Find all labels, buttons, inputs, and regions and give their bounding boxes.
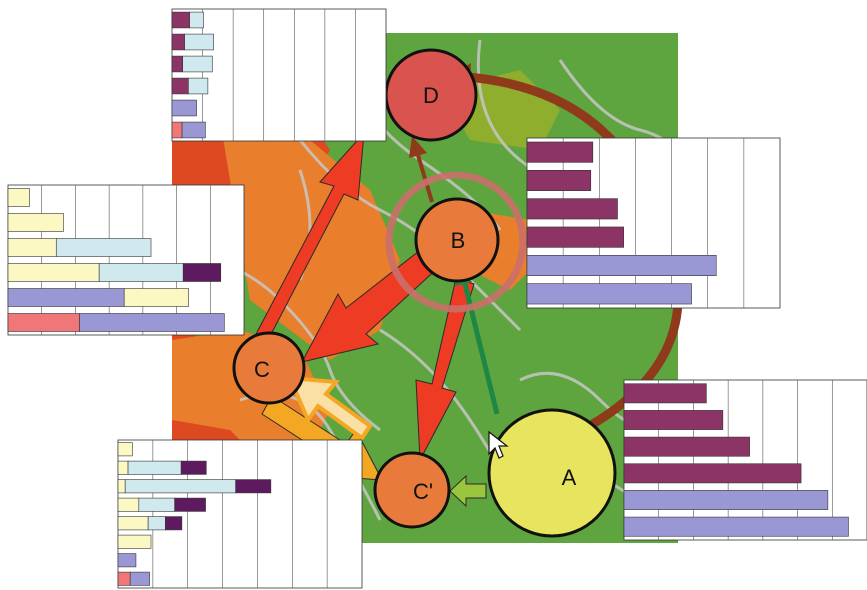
- arrow-b-to-c: [301, 243, 441, 363]
- right-upper-chart-bar-maroon: [526, 141, 594, 163]
- top-chart-bar-lavender: [171, 99, 197, 117]
- bottom-left-chart-bar-lavender: [129, 571, 150, 586]
- bottom-left-chart-bar-lightblue: [147, 516, 166, 531]
- left-chart-bar-cream: [7, 263, 100, 282]
- left-chart-bar-cream: [7, 238, 57, 257]
- node-c-label: C: [254, 357, 270, 382]
- bottom-left-chart-bar-cream: [117, 442, 133, 457]
- node-a-label: A: [562, 465, 577, 490]
- left-chart-bar-cream: [7, 188, 30, 207]
- right-lower-chart-panel: [623, 379, 867, 541]
- diagram-nodes: D B C C' A: [232, 48, 617, 538]
- left-chart-panel: [7, 184, 245, 336]
- top-chart-panel: [171, 8, 387, 142]
- diagram-arrows: [253, 63, 683, 508]
- node-c-prime-label: C': [413, 479, 433, 504]
- right-lower-chart-bar-lavender: [623, 490, 829, 510]
- bottom-left-chart-bar-lightblue: [127, 460, 182, 475]
- right-lower-chart: [623, 379, 867, 541]
- node-b-label: B: [451, 228, 466, 253]
- top-chart-bar-lavender: [181, 121, 206, 139]
- top-chart-bar-lightblue: [188, 77, 209, 95]
- right-upper-chart-panel: [526, 137, 781, 309]
- right-lower-chart-bar-maroon: [623, 436, 750, 457]
- right-lower-chart-bar-maroon: [623, 463, 802, 484]
- bottom-left-chart-bar-pink: [117, 571, 131, 586]
- bottom-left-chart-bar-purple: [165, 516, 183, 531]
- right-upper-chart-bar-maroon: [526, 198, 618, 220]
- bottom-left-chart-bar-purple: [174, 497, 206, 512]
- top-chart-bar-lightblue: [189, 11, 204, 29]
- right-upper-chart-bar-lavender: [526, 255, 717, 277]
- node-c-prime-circle: [373, 451, 451, 529]
- right-upper-chart-bar-maroon: [526, 170, 592, 192]
- top-chart-bar-pink: [171, 121, 183, 139]
- left-chart-bar-lightblue: [55, 238, 152, 257]
- arrow-a-to-c-prime: [449, 474, 487, 508]
- arrow-c-prime-to-c: [286, 375, 373, 441]
- top-chart-bar-lightblue: [182, 55, 213, 73]
- right-upper-chart-bar-maroon: [526, 226, 624, 248]
- bottom-left-chart-bar-cream: [117, 497, 140, 512]
- node-b: B: [414, 197, 500, 283]
- left-chart-bar-lavender: [79, 313, 225, 332]
- cursor-arrow-icon: [488, 430, 509, 459]
- bottom-left-chart-bar-cream: [117, 516, 149, 531]
- left-chart: [7, 184, 245, 336]
- node-d: D: [384, 48, 478, 142]
- bottom-left-chart-bar-lightblue: [138, 497, 175, 512]
- bottom-left-chart-bar-cream: [117, 460, 129, 475]
- node-c-prime: C': [373, 451, 451, 529]
- bottom-left-chart-bar-cream: [117, 534, 152, 549]
- bottom-left-chart-bar-lavender: [117, 553, 137, 568]
- top-chart-bar-maroon: [171, 33, 185, 51]
- bottom-left-chart-bar-lightblue: [124, 479, 236, 494]
- left-chart-bar-purple: [182, 263, 222, 282]
- right-lower-chart-bar-maroon: [623, 383, 707, 404]
- left-chart-bar-pink: [7, 313, 80, 332]
- right-upper-chart: [526, 137, 781, 309]
- bottom-left-chart: [117, 439, 363, 589]
- arrow-b-to-d-head: [409, 136, 427, 158]
- bottom-left-chart-bar-cream: [117, 479, 126, 494]
- node-c-circle: [232, 331, 306, 405]
- left-chart-bar-lightblue: [98, 263, 184, 282]
- node-d-label: D: [423, 83, 439, 108]
- node-a-circle: [487, 408, 617, 538]
- top-chart-bar-lightblue: [184, 33, 214, 51]
- top-chart-bar-maroon: [171, 55, 183, 73]
- node-a: A: [487, 408, 617, 538]
- node-b-ring: [385, 171, 527, 313]
- node-b-circle: [414, 197, 500, 283]
- left-chart-bar-cream: [123, 288, 189, 307]
- right-lower-chart-bar-lavender: [623, 516, 849, 537]
- arrow-c-to-d: [253, 131, 365, 345]
- right-upper-chart-bar-lavender: [526, 283, 692, 305]
- top-chart: [171, 8, 387, 142]
- left-chart-bar-cream: [7, 213, 64, 232]
- right-lower-chart-bar-maroon: [623, 410, 724, 430]
- arrow-a-to-b: [461, 279, 500, 415]
- arrow-b-to-d: [416, 154, 434, 203]
- left-chart-bar-lavender: [7, 288, 125, 307]
- top-chart-bar-maroon: [171, 77, 189, 95]
- mouse-cursor: [488, 430, 509, 459]
- bottom-left-chart-bar-purple: [180, 460, 207, 475]
- top-chart-bar-maroon: [171, 11, 190, 29]
- node-c: C: [232, 331, 306, 405]
- bottom-left-chart-bar-purple: [235, 479, 272, 494]
